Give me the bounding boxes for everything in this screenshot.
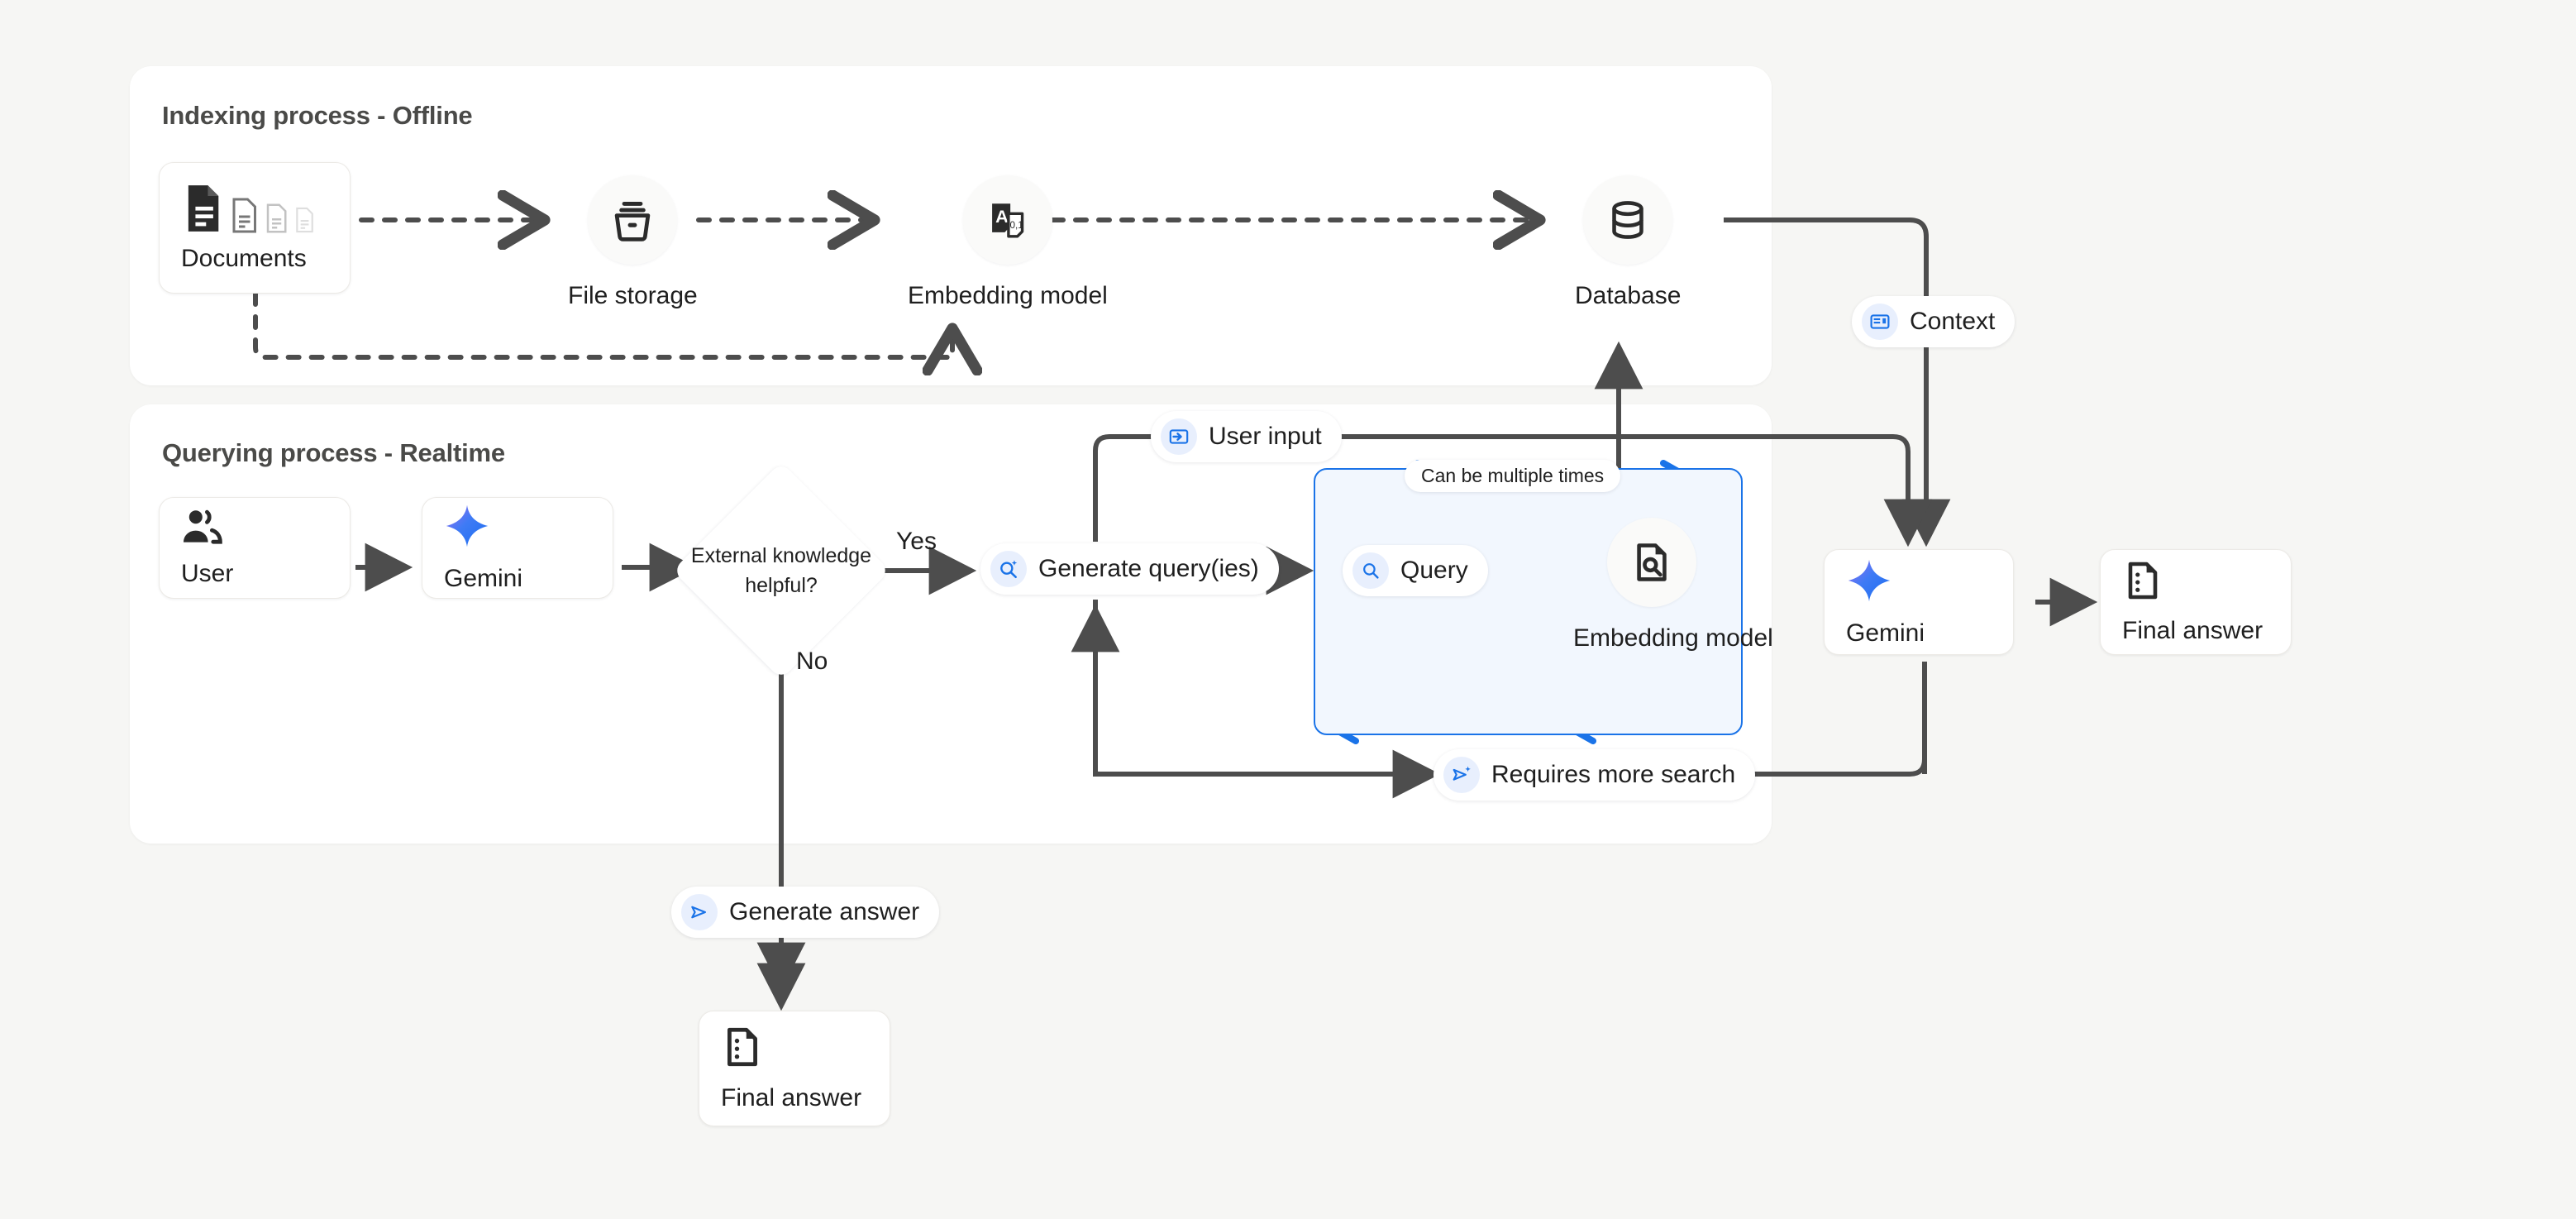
pill-requires-more-search-label: Requires more search [1491,761,1736,788]
node-embedding-model[interactable]: A 0,1 Embedding model [908,175,1108,312]
node-user-label: User [181,560,234,587]
pill-requires-more-search[interactable]: Requires more search [1433,749,1756,801]
node-gemini-right[interactable]: Gemini [1824,549,2014,655]
pill-query[interactable]: Query [1343,545,1488,596]
node-database-label: Database [1575,282,1682,309]
node-file-storage[interactable]: File storage [568,175,698,312]
pill-context[interactable]: Context [1852,296,2015,347]
node-user[interactable]: User [159,497,351,599]
node-final-answer-bottom[interactable]: Final answer [699,1011,890,1126]
send-sparkle-icon [1443,757,1480,793]
pill-context-label: Context [1910,308,1996,335]
input-arrow-icon [1161,418,1197,455]
documents-stack-icon [181,184,328,233]
pill-loop-note: Can be multiple times [1405,460,1621,492]
node-loop-embedding-model[interactable]: Embedding model [1573,518,1773,654]
panel-indexing-title: Indexing process - Offline [162,101,473,130]
document-search-icon [1607,518,1696,607]
panel-querying-title: Querying process - Realtime [162,438,505,467]
pill-user-input[interactable]: User input [1151,411,1342,462]
pill-generate-queries[interactable]: Generate query(ies) [980,543,1279,595]
edge-label-no: No [796,648,828,675]
embedding-model-icon: A 0,1 [962,175,1052,265]
node-gemini-left-label: Gemini [444,565,523,592]
node-documents-label: Documents [181,244,307,272]
node-final-answer-right[interactable]: Final answer [2100,549,2292,655]
node-database[interactable]: Database [1575,175,1681,312]
file-storage-icon [588,175,678,265]
node-decision-external-knowledge[interactable]: External knowledge helpful? [672,461,890,680]
send-icon [681,894,718,930]
pill-generate-queries-label: Generate query(ies) [1038,555,1259,582]
user-group-icon [181,508,328,548]
pill-generate-answer-label: Generate answer [729,898,920,925]
node-loop-embedding-label: Embedding model [1573,624,1773,652]
node-decision-label: External knowledge helpful? [690,543,872,597]
pill-user-input-label: User input [1209,423,1322,450]
search-icon [1352,552,1389,589]
node-final-answer-right-label: Final answer [2122,616,2264,644]
node-embedding-model-label: Embedding model [908,282,1108,309]
svg-text:A: A [995,206,1009,227]
node-final-answer-bottom-label: Final answer [721,1083,862,1111]
gemini-sparkle-icon [1846,557,1992,608]
answer-doc-icon [2122,560,2269,605]
database-icon [1583,175,1673,265]
node-gemini-right-label: Gemini [1846,619,1925,647]
gemini-sparkle-icon [444,503,591,553]
answer-doc-icon [721,1025,868,1073]
pill-query-label: Query [1400,557,1468,584]
pill-loop-note-label: Can be multiple times [1421,465,1605,486]
node-gemini-left[interactable]: Gemini [422,497,613,599]
pill-generate-answer[interactable]: Generate answer [671,887,940,938]
node-documents[interactable]: Documents [159,162,351,294]
search-sparkle-icon [990,551,1027,587]
svg-text:0,1: 0,1 [1009,220,1023,231]
node-file-storage-label: File storage [568,282,698,309]
context-panel-icon [1862,304,1898,340]
edge-label-yes: Yes [896,528,937,555]
